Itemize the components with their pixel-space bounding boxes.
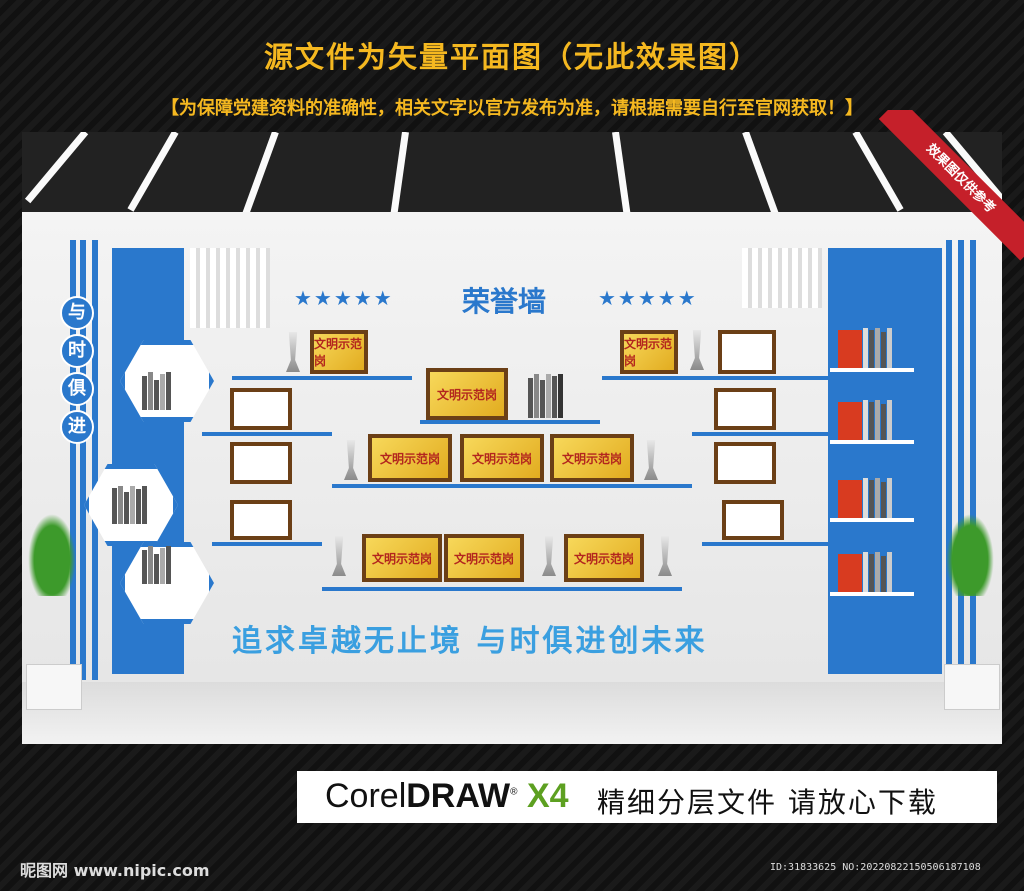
shelf <box>702 542 832 546</box>
honor-plaque: 文明示范岗 <box>368 434 452 482</box>
shelf <box>692 432 832 436</box>
banner-text: 精细分层文件 请放心下载 <box>597 786 938 819</box>
floor <box>22 682 1002 744</box>
motto-char: 进 <box>60 410 94 444</box>
plant-pot <box>26 664 82 710</box>
honor-plaque: 文明示范岗 <box>564 534 644 582</box>
book-row <box>142 546 171 584</box>
corner-ribbon-wrap: 效果图仅供参考 <box>870 110 1024 264</box>
motto-char: 俱 <box>60 372 94 406</box>
book-row <box>528 374 563 418</box>
software-banner: CorelDRAW® X4 精细分层文件 请放心下载 <box>297 771 997 823</box>
honor-plaque: 文明示范岗 <box>444 534 524 582</box>
right-shelf <box>830 518 914 522</box>
certificate-plaque <box>714 442 776 484</box>
plant-icon <box>942 506 998 596</box>
shelf <box>332 484 692 488</box>
certificate-plaque <box>230 500 292 540</box>
left-stripe <box>80 240 86 680</box>
vertical-motto: 与 时 俱 进 <box>60 292 94 448</box>
right-shelf <box>830 440 914 444</box>
right-stripe <box>970 240 976 680</box>
header-title: 源文件为矢量平面图（无此效果图） <box>263 40 760 74</box>
title-stars: ★★★★★ <box>598 286 698 310</box>
wall-title: 荣誉墙 <box>462 285 547 318</box>
honor-wall-render: 与 时 俱 进 ★★★★★ 荣誉墙 ★★★★★ <box>22 132 1002 744</box>
certificate-plaque <box>718 330 776 374</box>
right-panel <box>828 248 942 674</box>
right-stripe <box>958 240 964 680</box>
certificate-plaque <box>722 500 784 540</box>
certificate-plaque <box>230 388 292 430</box>
left-stripe <box>70 240 76 680</box>
right-shelf <box>830 592 914 596</box>
left-stripe <box>92 240 98 680</box>
corner-ribbon: 效果图仅供参考 <box>878 110 1024 261</box>
shelf <box>232 376 412 380</box>
certificate-plaque <box>714 388 776 430</box>
site-logo: 昵图网 www.nipic.com <box>20 861 210 880</box>
shelf <box>602 376 832 380</box>
coreldraw-logo: CorelDRAW® X4 <box>325 777 569 815</box>
motto-char: 时 <box>60 334 94 368</box>
header-notice: 【为保障党建资料的准确性，相关文字以官方发布为准，请根据需要自行至官网获取！】 <box>161 98 863 119</box>
shelf <box>322 587 682 591</box>
shelf <box>420 420 600 424</box>
right-shelf <box>830 368 914 372</box>
slogan: 追求卓越无止境 与时俱进创未来 <box>232 624 708 659</box>
honor-plaque: 文明示范岗 <box>426 368 508 420</box>
book-row <box>838 328 892 368</box>
book-row <box>838 552 892 592</box>
motto-char: 与 <box>60 296 94 330</box>
honor-plaque: 文明示范岗 <box>550 434 634 482</box>
honor-plaque: 文明示范岗 <box>362 534 442 582</box>
book-row <box>838 478 892 518</box>
shelf <box>212 542 322 546</box>
image-id: ID:31833625 NO:20220822150506187108 <box>770 862 981 873</box>
certificate-plaque <box>230 442 292 484</box>
hanging-slats <box>742 248 822 308</box>
plant-pot <box>944 664 1000 710</box>
book-row <box>838 400 892 440</box>
shelf <box>202 432 332 436</box>
hanging-slats <box>190 248 270 328</box>
book-row <box>112 486 147 524</box>
right-stripe <box>946 240 952 680</box>
honor-plaque: 文明示范岗 <box>620 330 678 374</box>
honor-plaque: 文明示范岗 <box>310 330 368 374</box>
plant-icon <box>24 506 80 596</box>
ceiling <box>22 132 1002 222</box>
honor-plaque: 文明示范岗 <box>460 434 544 482</box>
book-row <box>142 372 171 410</box>
title-stars: ★★★★★ <box>294 286 394 310</box>
